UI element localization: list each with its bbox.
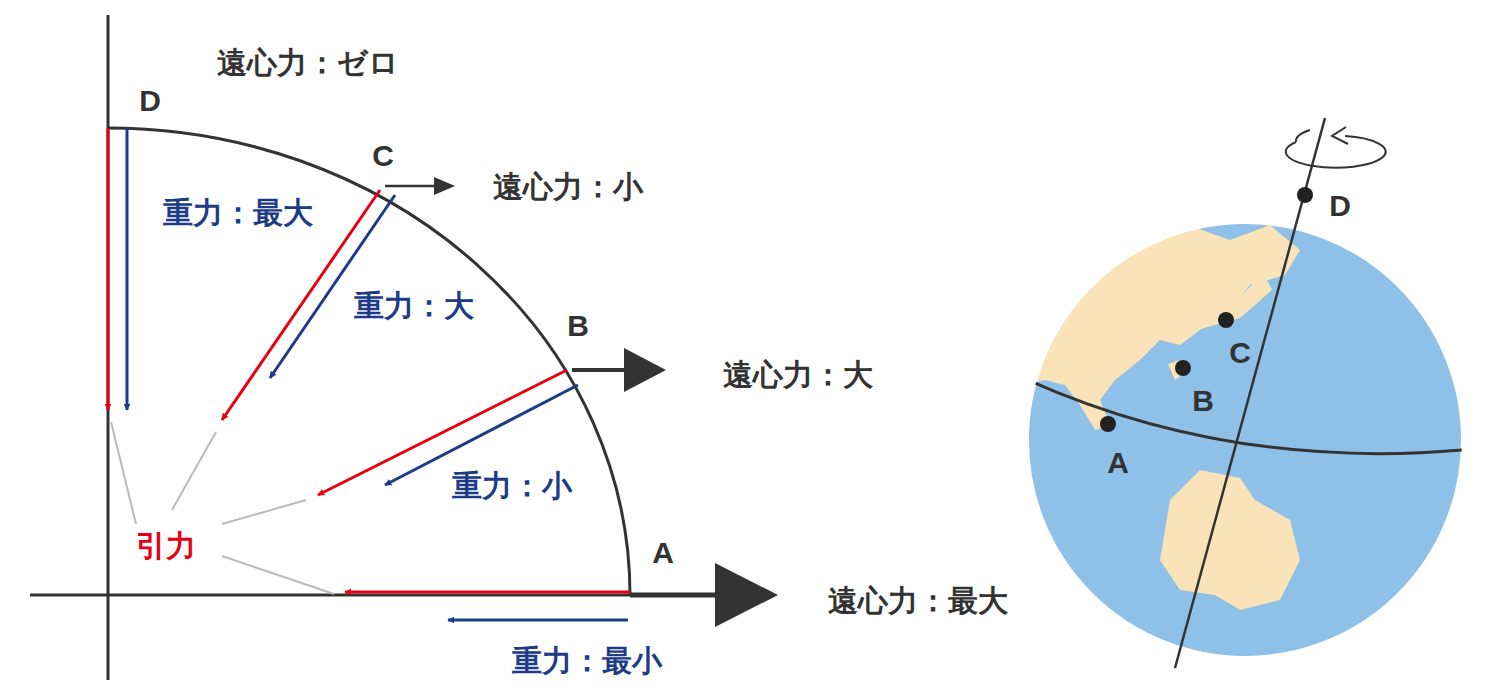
centrifugal-arrows (385, 177, 778, 627)
force-label: 重力：小 (452, 469, 572, 502)
force-label: 遠心力：ゼロ (217, 46, 399, 79)
force-label: 重力：大 (354, 289, 474, 322)
point-label: A (652, 536, 674, 569)
force-label: 引力 (136, 529, 196, 562)
force-label: 遠心力：大 (723, 358, 873, 391)
axes (30, 15, 640, 680)
force-label: 重力：最大 (163, 196, 313, 229)
force-label: 遠心力：最大 (828, 584, 1008, 617)
globe-point-label: C (1229, 336, 1251, 369)
globe (1020, 118, 1462, 668)
point-label: C (372, 139, 394, 172)
point-label: D (139, 84, 161, 117)
globe-point-label: B (1192, 384, 1214, 417)
globe-point-label: D (1329, 189, 1351, 222)
point-label: B (567, 309, 589, 342)
force-label: 重力：最小 (512, 644, 662, 677)
globe-point-label: A (1107, 446, 1129, 479)
force-label: 遠心力：小 (493, 170, 643, 203)
leader-lines (111, 422, 334, 594)
